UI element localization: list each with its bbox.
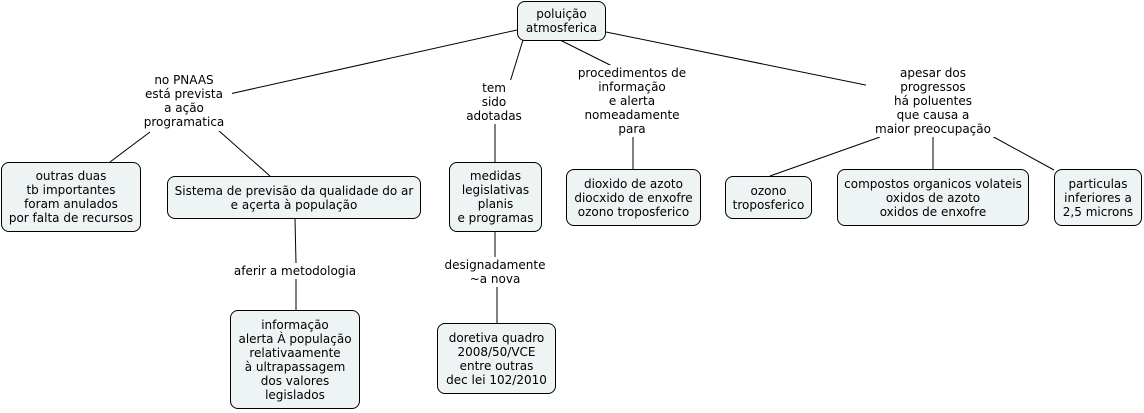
- link-label-procedimentos: procedimentos de informação e alerta nom…: [573, 65, 691, 137]
- link-label-tem-sido: tem sido adotadas: [464, 80, 524, 124]
- connector-apesar-ozono: [769, 136, 881, 177]
- connector-no-pnaas-outras: [109, 131, 151, 163]
- connector-sistema-aferir: [294, 218, 297, 264]
- link-label-designadamente: designadamente ~a nova: [440, 257, 550, 287]
- node-medidas-legislativas: medidas legislativas planis e programas: [449, 162, 542, 232]
- node-dioxido-azoto: dioxido de azoto diocxido de enxofre ozo…: [566, 169, 701, 226]
- node-ozono-troposferico: ozono troposferico: [725, 176, 812, 219]
- node-particulas: particulas inferiores a 2,5 microns: [1054, 169, 1142, 226]
- link-label-aferir: aferir a metodologia: [230, 263, 360, 279]
- link-label-no-pnaas: no PNAAS está prevista a ação programati…: [136, 71, 232, 131]
- node-outras-duas: outras duas tb importantes foram anulado…: [1, 162, 141, 232]
- connector-no-pnaas-sistema: [217, 129, 271, 177]
- connector-root-apesar: [605, 31, 891, 91]
- connector-root-no-pnaas: [224, 29, 518, 96]
- node-sistema-previsao: Sistema de previsão da qualidade do ar e…: [167, 176, 421, 219]
- node-doretiva-quadro: doretiva quadro 2008/50/VCE entre outras…: [437, 323, 556, 394]
- root-node-poluicao: poluição atmosferica: [517, 1, 606, 41]
- connector-root-procedimentos: [559, 39, 613, 67]
- connector-apesar-particulas: [989, 134, 1055, 171]
- node-informacao-alerta: informação alerta À população relativaam…: [230, 310, 360, 409]
- link-label-apesar: apesar dos progressos há poluentes que c…: [866, 65, 1000, 137]
- node-compostos-organicos: compostos organicos volateis oxidos de a…: [837, 169, 1029, 226]
- connector-root-tem-sido: [509, 39, 524, 83]
